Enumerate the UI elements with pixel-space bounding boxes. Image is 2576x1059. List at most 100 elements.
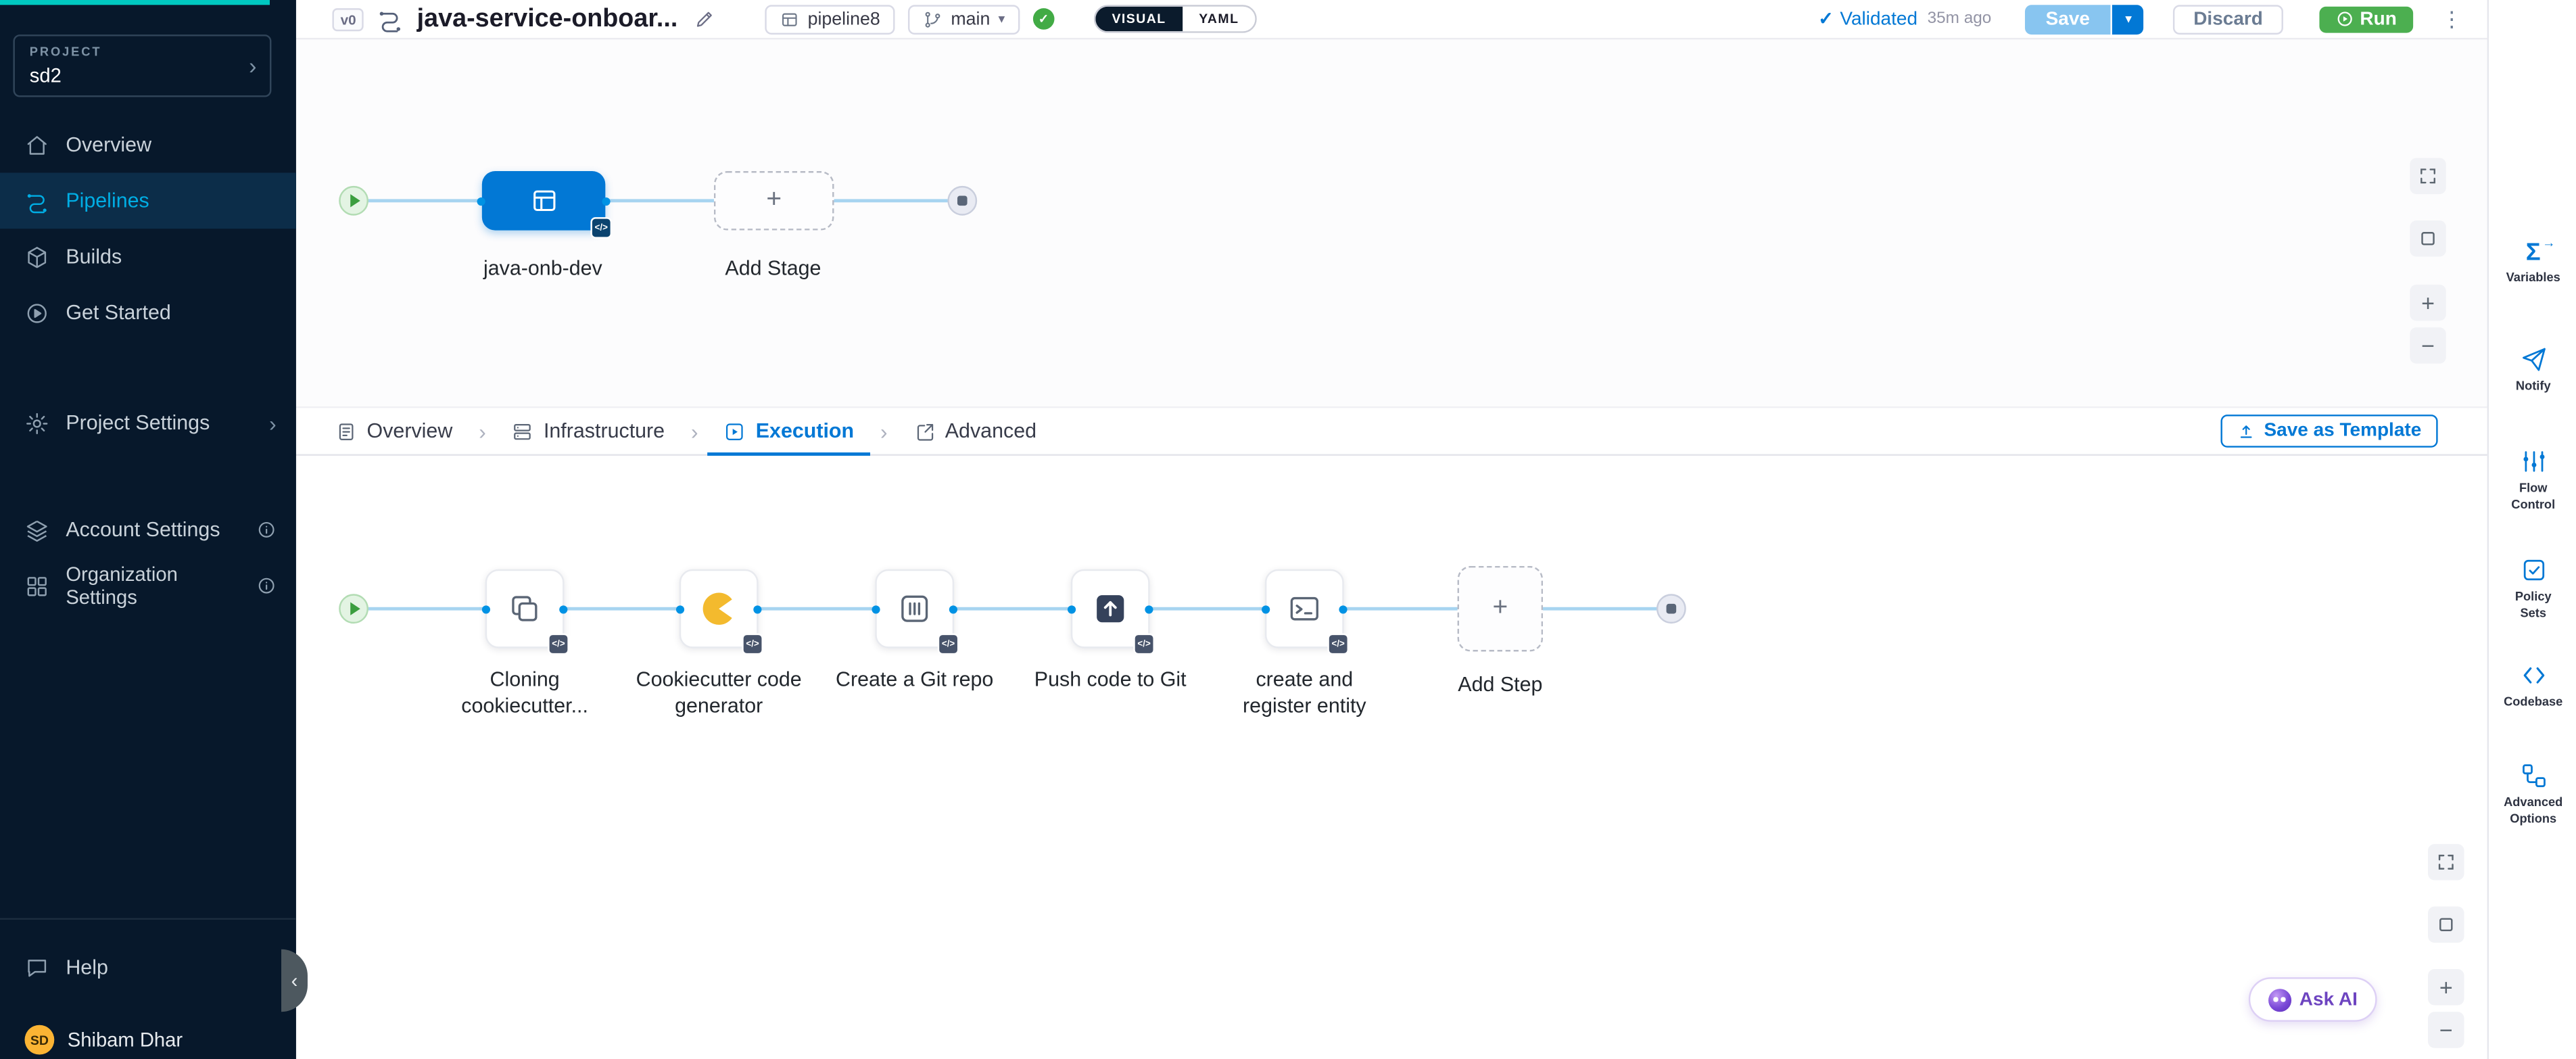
tab-execution[interactable]: Execution	[721, 408, 857, 454]
edit-pencil-icon[interactable]	[694, 8, 716, 30]
stage-node-java-onb-dev[interactable]: </>	[482, 171, 605, 231]
codebase-icon	[2519, 661, 2547, 689]
arrow-icon: →	[2542, 237, 2555, 250]
canvas-zoom-in-button[interactable]: +	[2428, 969, 2464, 1006]
sidebar-item-get-started[interactable]: Get Started	[0, 285, 296, 341]
connector-dot	[477, 197, 485, 205]
sidebar-item-project-settings[interactable]: Project Settings ›	[0, 395, 296, 451]
sidebar-item-account-settings[interactable]: Account Settings	[0, 502, 296, 558]
connector-dot	[482, 605, 490, 613]
validated-label: Validated	[1840, 9, 1917, 28]
sidebar-item-label: Organization Settings	[66, 563, 224, 609]
execution-start-node[interactable]	[339, 594, 368, 623]
tab-overview[interactable]: Overview	[332, 408, 456, 454]
step-node-create-register-entity[interactable]: </>	[1265, 569, 1344, 649]
right-rail: Σ→ Variables Notify Flow Control Policy …	[2487, 0, 2576, 1059]
step-node-cloning-cookiecutter[interactable]: </>	[485, 569, 565, 649]
canvas-expand-button[interactable]	[2410, 158, 2446, 195]
chevron-right-icon: ›	[249, 53, 256, 79]
add-step-button[interactable]: +	[1458, 566, 1544, 652]
connector-dot	[872, 605, 880, 613]
toggle-visual[interactable]: VISUAL	[1095, 7, 1183, 31]
step-node-create-git-repo[interactable]: </>	[875, 569, 954, 649]
chevron-down-icon: ▾	[999, 11, 1005, 26]
canvas-fit-view-button[interactable]	[2410, 220, 2446, 257]
step-node-push-code-to-git[interactable]: </>	[1071, 569, 1150, 649]
save-menu-button[interactable]: ▾	[2113, 4, 2144, 34]
notify-icon	[2519, 346, 2547, 373]
step-node-cookiecutter-generator[interactable]: </>	[679, 569, 759, 649]
rail-item-advanced-options[interactable]: Advanced Options	[2489, 761, 2576, 826]
push-git-step-icon	[1092, 590, 1128, 627]
stop-icon	[1667, 604, 1677, 614]
run-button[interactable]: Run	[2319, 6, 2414, 32]
repo-selector[interactable]: pipeline8	[765, 4, 895, 34]
canvas-zoom-in-button[interactable]: +	[2410, 285, 2446, 321]
pipeline-end-node[interactable]	[947, 186, 977, 216]
step-label: create and register entity	[1219, 666, 1390, 719]
rail-item-flow-control[interactable]: Flow Control	[2489, 448, 2576, 513]
git-branch-icon	[923, 9, 943, 28]
repo-name: pipeline8	[808, 9, 880, 28]
chevron-down-icon: ▾	[2125, 11, 2132, 26]
sidebar-item-organization-settings[interactable]: Organization Settings	[0, 558, 296, 614]
canvas-expand-button[interactable]	[2428, 844, 2464, 880]
canvas-zoom-out-button[interactable]: −	[2410, 327, 2446, 364]
tab-advanced[interactable]: Advanced	[911, 408, 1040, 454]
rail-item-policy-sets[interactable]: Policy Sets	[2489, 556, 2576, 621]
connector-dot	[949, 605, 957, 613]
builds-icon	[24, 244, 49, 268]
add-stage-button[interactable]: +	[714, 171, 834, 231]
info-icon[interactable]	[257, 576, 277, 596]
pipeline-start-node[interactable]	[339, 186, 368, 216]
validated-badge[interactable]: ✓ Validated 35m ago	[1818, 8, 1991, 30]
upload-icon	[2238, 422, 2256, 440]
execution-canvas[interactable]: </> Cloning cookiecutter... </> Cookiecu…	[296, 456, 2487, 1059]
sidebar-item-help[interactable]: Help	[0, 945, 296, 991]
user-profile[interactable]: SD Shibam Dhar	[0, 1017, 296, 1059]
info-icon[interactable]	[257, 520, 277, 540]
save-as-template-button[interactable]: Save as Template	[2221, 415, 2437, 448]
clone-step-icon	[506, 590, 543, 627]
connector-dot	[602, 197, 610, 205]
validated-time: 35m ago	[1928, 10, 1992, 28]
chevron-right-icon: ›	[479, 419, 486, 443]
execution-end-node[interactable]	[1656, 594, 1686, 623]
cookiecutter-step-icon	[698, 588, 740, 630]
terminal-step-icon	[1287, 590, 1323, 627]
chevron-left-icon: ‹	[291, 969, 298, 992]
frame-icon	[2418, 229, 2437, 248]
sidebar-item-overview[interactable]: Overview	[0, 117, 296, 173]
overview-tab-icon	[335, 421, 357, 442]
repo-icon	[780, 9, 799, 28]
tab-infrastructure[interactable]: Infrastructure	[509, 408, 668, 454]
save-button[interactable]: Save	[2024, 4, 2112, 34]
plus-icon: +	[2439, 976, 2453, 999]
ask-ai-button[interactable]: Ask AI	[2249, 977, 2377, 1022]
grid-icon	[24, 573, 49, 598]
canvas-fit-view-button[interactable]	[2428, 907, 2464, 943]
toggle-yaml[interactable]: YAML	[1183, 7, 1256, 31]
policy-sets-icon	[2519, 556, 2547, 584]
rail-item-codebase[interactable]: Codebase	[2489, 661, 2576, 710]
expand-icon	[2436, 852, 2456, 872]
stage-canvas[interactable]: </> java-onb-dev + Add Stage + −	[296, 39, 2487, 406]
sidebar-item-pipelines[interactable]: Pipelines	[0, 172, 296, 229]
add-stage-label: Add Stage	[658, 255, 888, 281]
sidebar-item-label: Project Settings	[66, 411, 210, 434]
project-selector[interactable]: PROJECT sd2 ›	[13, 34, 271, 97]
discard-button[interactable]: Discard	[2174, 4, 2283, 34]
sidebar-item-builds[interactable]: Builds	[0, 229, 296, 285]
stage-connector-line	[354, 199, 962, 202]
rail-item-variables[interactable]: Σ→ Variables	[2489, 240, 2576, 286]
kebab-menu-icon[interactable]: ⋮	[2436, 6, 2467, 32]
stage-type-badge: </>	[590, 217, 612, 239]
step-label: Push code to Git	[1025, 666, 1196, 692]
branch-synced-icon: ✓	[1033, 8, 1055, 30]
rail-item-notify[interactable]: Notify	[2489, 346, 2576, 394]
play-icon	[350, 194, 360, 207]
visual-yaml-toggle: VISUAL YAML	[1094, 5, 1258, 32]
canvas-zoom-out-button[interactable]: −	[2428, 1012, 2464, 1048]
branch-selector[interactable]: main ▾	[908, 4, 1020, 34]
